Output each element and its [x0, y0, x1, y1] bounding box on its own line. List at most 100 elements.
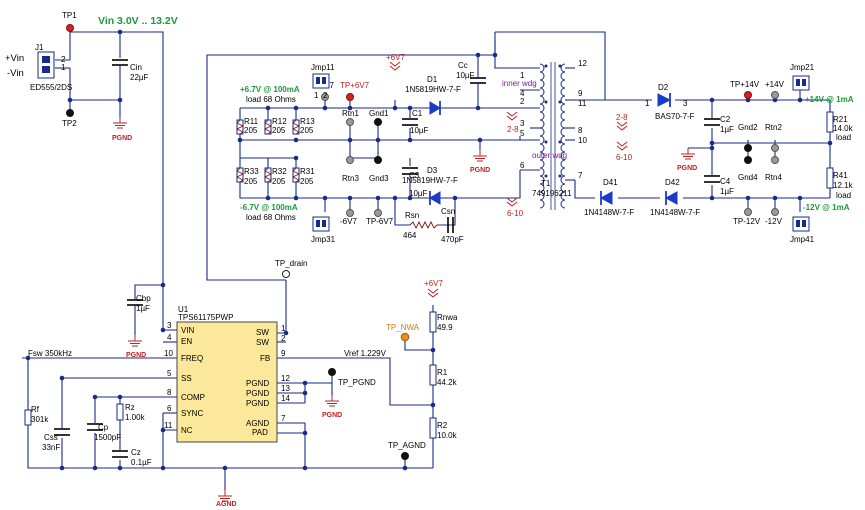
r13-value: 205: [300, 126, 314, 135]
rnwa-ref: Rnwa: [437, 313, 458, 322]
r33-value: 205: [244, 177, 258, 186]
jmp11-label: Jmp11: [311, 63, 335, 72]
m6v7-label: -6V7: [340, 217, 357, 226]
tp2-marker: [66, 109, 74, 117]
rtn3-label: Rtn3: [342, 174, 359, 183]
r32-ref: R32: [272, 167, 287, 176]
tp-p6v7-node: [321, 93, 329, 101]
r21-value: 14.0k: [833, 124, 854, 133]
r11-value: 205: [244, 126, 258, 135]
pgnd-label-4: PGND: [126, 352, 146, 359]
gnd2-label: Gnd2: [738, 123, 758, 132]
pgnd-label-5: PGND: [322, 412, 342, 419]
u1-pin-comp: COMP: [181, 393, 205, 402]
gnd1-label: Gnd1: [369, 109, 389, 118]
vref-annotation: Vref 1.229V: [344, 349, 387, 358]
u1-pin11: 11: [164, 421, 173, 430]
r13-ref: R13: [300, 117, 315, 126]
csn-value: 470pF: [441, 235, 464, 244]
rf-ref: Rf: [31, 405, 40, 414]
u1-pin8: 8: [167, 388, 172, 397]
r1-value: 44.2k: [437, 378, 458, 387]
vin-plus-label: +Vin: [5, 53, 24, 64]
jmp21-label: Jmp21: [790, 63, 815, 72]
c4-ref: C4: [720, 177, 731, 186]
u1-part: TPS61175PWP: [178, 313, 233, 322]
vin-minus-label: -Vin: [7, 68, 24, 79]
ground-symbols: PGND PGND PGND PGND PGND AGND: [112, 116, 697, 508]
u1-pin-sw2: SW: [256, 338, 269, 347]
cp-value: 1500pF: [94, 433, 121, 442]
d2-pin3: 3: [683, 99, 688, 108]
m12v-load-title: -12V @ 1mA: [803, 203, 850, 212]
t1-pin-12: 12: [578, 59, 587, 68]
tp-drain-label: TP_drain: [275, 259, 307, 268]
tp-m6v7-label: TP-6V7: [366, 217, 394, 226]
u1-pin10: 10: [164, 349, 173, 358]
cin-ref: Cin: [130, 63, 142, 72]
d42-ref: D42: [665, 178, 680, 187]
tp-nwa-label: TP_NWA: [386, 323, 420, 332]
jumpers: Jmp11 1 2 Jmp31 Jmp21 Jmp41: [311, 63, 815, 244]
css-value: 33nF: [42, 443, 60, 452]
tp-p14v-label: TP+14V: [730, 80, 760, 89]
p6v7-load-sub: load 68 Ohms: [246, 95, 296, 104]
rtn3-marker: [346, 156, 354, 164]
d42-part: 1N4148W-7-F: [650, 208, 700, 217]
c3-ref: C3: [409, 171, 420, 180]
p6v7-net-flag: +6V7: [386, 53, 405, 62]
t1-pin-5: 5: [520, 129, 525, 138]
tp-m12v-marker: [744, 208, 752, 216]
tp-drain-marker: [282, 270, 290, 278]
gnd1-marker: [374, 118, 382, 126]
cin-value: 22µF: [130, 73, 149, 82]
rf-value: 301k: [31, 415, 49, 424]
agnd-label: AGND: [216, 501, 237, 508]
t1-pin-2: 2: [520, 97, 525, 106]
r21-ref: R21: [833, 115, 848, 124]
u1-pin2: 2: [281, 334, 286, 343]
net-28-left: 2-8: [507, 125, 519, 134]
inner-winding-label: inner wdg: [502, 79, 537, 88]
tp-m6v7-marker: [374, 209, 382, 217]
d2-pin1: 1: [645, 99, 650, 108]
cz-ref: Cz: [131, 448, 141, 457]
tp-nwa-marker: [400, 332, 410, 342]
d2-part: BAS70-7-F: [655, 112, 695, 121]
t1-pin-9: 9: [578, 89, 583, 98]
d41-ref: D41: [603, 178, 618, 187]
c1-value: 10µF: [410, 126, 429, 135]
u1-pin-sync: SYNC: [181, 409, 203, 418]
u1-pin6: 6: [167, 404, 172, 413]
d3-part: 1N5819HW-7-F: [402, 176, 458, 185]
tp-p14v-node: [771, 91, 779, 99]
u1-pin7: 7: [281, 414, 286, 423]
net-28-right: 2-8: [616, 113, 628, 122]
u1-pin-pgnd2: PGND: [246, 389, 269, 398]
rtn4-label: Rtn4: [765, 173, 782, 182]
junction-dots: [25, 29, 833, 471]
rail-labels: +6.7V @ 100mA load 68 Ohms -6.7V @ 100mA…: [240, 53, 854, 298]
r41-load: load: [836, 191, 851, 200]
tp1-label: TP1: [62, 11, 77, 20]
u1-pin9: 9: [281, 349, 286, 358]
tp-agnd-marker: [401, 452, 409, 460]
c2-ref: C2: [720, 115, 731, 124]
tp-pgnd-label: TP_PGND: [338, 378, 376, 387]
c3-value: 10µF: [409, 189, 428, 198]
u1-pin3: 3: [167, 321, 172, 330]
pgnd-label-1: PGND: [112, 135, 132, 142]
r2-value: 10.0k: [437, 431, 458, 440]
tp-agnd-label: TP_AGND: [388, 441, 426, 450]
u1-pin-sw1: SW: [256, 328, 269, 337]
tp-m12v-label: TP-12V: [733, 217, 761, 226]
c2-value: 1µF: [720, 125, 734, 134]
cbp-value: 1µF: [136, 304, 150, 313]
t1-part: 749196211: [532, 189, 572, 198]
d1-ref: D1: [427, 75, 438, 84]
u1-pin13: 13: [281, 384, 290, 393]
